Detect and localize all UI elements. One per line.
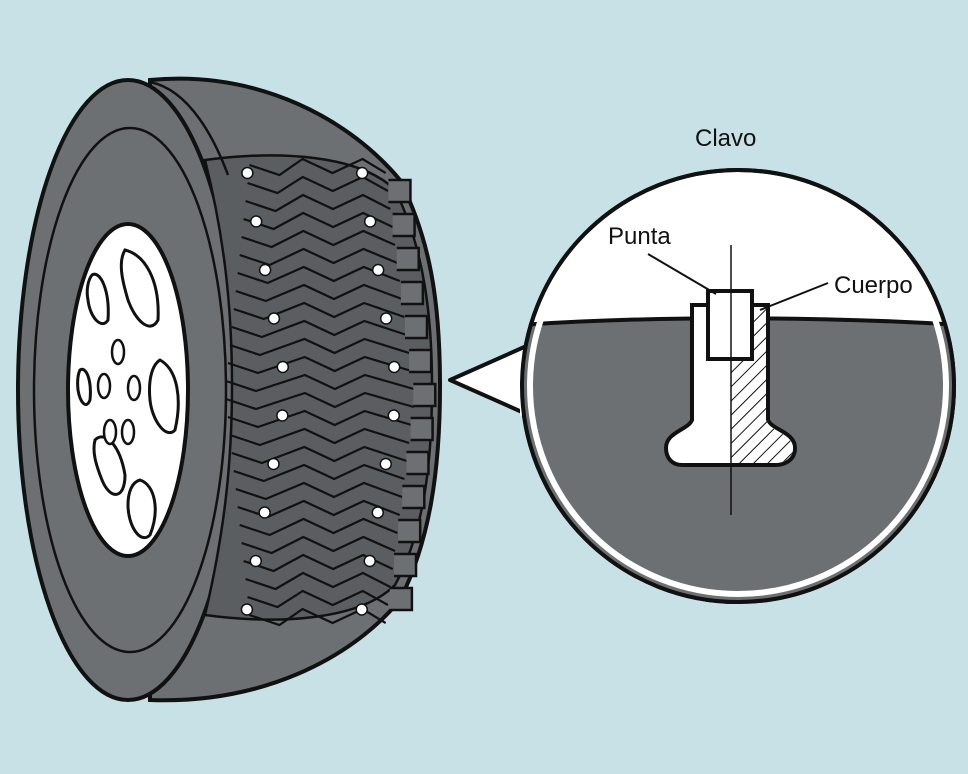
tread-edge-block	[413, 382, 437, 408]
tread-chevron-line	[229, 427, 410, 447]
tread-edge-block	[389, 586, 414, 612]
tire-stud-dot	[355, 166, 369, 180]
tire-stud-dot	[276, 409, 289, 422]
punta-label: Punta	[608, 223, 671, 250]
tread-chevron-line	[225, 373, 415, 393]
tread-chevron-line	[227, 355, 412, 375]
tread-edge-block	[394, 552, 418, 578]
tread-edge-block	[400, 280, 425, 306]
tread-chevron-line	[245, 571, 391, 591]
tire-stud-dot	[267, 312, 281, 325]
tread-edge-block	[402, 484, 426, 510]
tire-stud-dot	[363, 215, 377, 228]
tire-stud-dot	[387, 409, 401, 422]
tire-stud-dot	[371, 263, 385, 277]
tire-stud-dot	[276, 360, 290, 374]
tread-chevron-line	[247, 175, 389, 195]
tire	[16, 76, 443, 703]
tire-tread-edge-blocks	[388, 178, 437, 612]
punta-leader-line	[647, 253, 717, 295]
tire-stud-dot	[258, 263, 272, 277]
tire-stud-dot	[267, 457, 280, 471]
tire-stud-dot	[249, 215, 263, 228]
clavo-label: Clavo	[695, 125, 756, 152]
tread-edge-block	[409, 348, 433, 374]
tread-edge-block	[410, 416, 434, 442]
tread-chevron-line	[229, 337, 410, 357]
stud-callout: Clavo Punta Cuerpo	[448, 125, 956, 604]
tire-stud-dot	[258, 506, 271, 519]
tire-stud-dot	[241, 166, 254, 180]
tread-chevron-line	[249, 157, 387, 177]
tread-edge-block	[404, 314, 429, 340]
tread-edge-block	[398, 518, 422, 544]
tread-edge-block	[396, 246, 420, 272]
tread-chevron-line	[231, 445, 408, 465]
tire-stud-dot	[363, 554, 376, 568]
tread-edge-block	[406, 450, 430, 476]
tread-chevron-line	[247, 589, 389, 609]
tread-chevron-line	[231, 319, 408, 339]
tire-stud-dot	[379, 457, 393, 471]
tread-chevron-line	[237, 265, 401, 285]
tread-chevron-line	[233, 301, 405, 321]
tread-chevron-line	[239, 247, 398, 267]
tread-chevron-line	[245, 193, 391, 213]
tire-sidewall-edge	[149, 80, 230, 176]
tread-chevron-line	[225, 391, 415, 411]
tread-chevron-line	[239, 517, 398, 537]
stud-tip	[706, 289, 754, 361]
tread-edge-block	[388, 178, 412, 204]
tire-stud-dot	[355, 603, 368, 616]
tire-studs	[240, 166, 401, 616]
tread-chevron-line	[235, 283, 403, 303]
tire-stud-dot	[240, 603, 254, 616]
stud-body-hatched-half	[731, 360, 793, 463]
cuerpo-label: Cuerpo	[834, 272, 913, 299]
tire-stud-dot	[387, 360, 401, 374]
tread-chevron-line	[233, 463, 405, 483]
wheel-lug-nuts	[96, 338, 142, 446]
wheel-spokes	[76, 248, 180, 539]
tread-edge-block	[392, 212, 416, 238]
tread-chevron-line	[227, 409, 412, 429]
tread-chevron-line	[235, 481, 403, 501]
tread-chevron-line	[241, 229, 396, 249]
cuerpo-leader-line	[759, 282, 829, 311]
tread-chevron-line	[241, 535, 396, 555]
tire-sidewall-ring	[32, 126, 228, 654]
tire-stud-dot	[249, 554, 263, 568]
tread-chevron-line	[243, 211, 394, 231]
tire-stud-dot	[371, 506, 385, 519]
tire-stud-dot	[379, 312, 393, 325]
